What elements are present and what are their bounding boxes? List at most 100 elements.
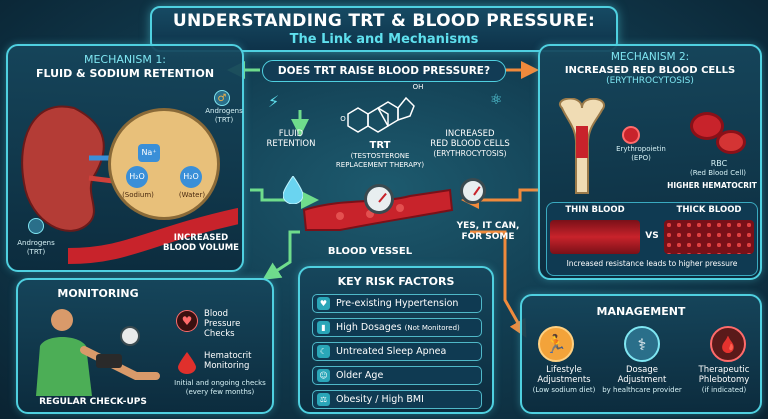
patient-illustration <box>36 309 160 396</box>
mgmt-title-1b: Adjustments <box>537 375 591 385</box>
risk-item: ♥ Pre-existing Hypertension <box>312 294 482 313</box>
hematocrit-label: HIGHER HEMATOCRIT <box>667 181 757 190</box>
vessel-label: BLOOD VESSEL <box>327 246 413 257</box>
vessel-gauge-icon <box>364 184 394 214</box>
irbc-label-3: (ERYTHROCYTOSIS) <box>433 149 507 158</box>
monitoring-note-2: (every few months) <box>185 388 255 396</box>
irbc-label-1: INCREASED <box>445 129 495 139</box>
person-icon: ☺ <box>317 369 330 382</box>
arrow-vessel-to-management <box>470 230 527 338</box>
atom-icon: ⚛ <box>490 92 503 108</box>
epo-label: Erythropoietin <box>616 145 666 153</box>
fluid-label-2: RETENTION <box>266 139 316 149</box>
rbc-sub: (Red Blood Cell) <box>689 169 747 177</box>
mgmt-sub-3: (if indicated) <box>701 386 747 394</box>
mgmt-title-1a: Lifestyle <box>546 365 582 375</box>
answer-line1: YES, IT CAN, <box>456 221 520 231</box>
hct-label-1: Hematocrit <box>204 351 252 361</box>
title-banner: UNDERSTANDING TRT & BLOOD PRESSURE: The … <box>150 6 618 52</box>
lightning-icon: ⚡ <box>268 92 280 111</box>
blood-bag-icon: 🩸 <box>710 326 746 362</box>
runner-icon: 🏃 <box>538 326 574 362</box>
mgmt-title-3a: Therapeutic <box>698 365 750 375</box>
mechanism1-heading: MECHANISM 1: <box>83 53 167 66</box>
mechanism2-subtitle: (ERYTHROCYTOSIS) <box>606 76 694 86</box>
doctor-icon: ⚕ <box>624 326 660 362</box>
question-banner: DOES TRT RAISE BLOOD PRESSURE? <box>262 60 506 82</box>
hct-label-2: Monitoring <box>204 361 250 371</box>
vs-label: VS <box>645 231 659 241</box>
risk-heading: KEY RISK FACTORS <box>337 275 455 288</box>
mgmt-title-2b: Adjustment <box>617 375 667 385</box>
page-subtitle: The Link and Mechanisms <box>289 32 479 47</box>
thick-blood-label: THICK BLOOD <box>676 205 742 215</box>
mechanism1-panel: MECHANISM 1: FLUID & SODIUM RETENTION Na… <box>6 44 244 272</box>
trt-sub1: (TESTOSTERONE <box>350 152 410 160</box>
increased-bv-line2: BLOOD VOLUME <box>163 243 239 253</box>
trt-label: TRT <box>369 140 391 151</box>
nephron-zoom <box>108 108 220 220</box>
resistance-label: Increased resistance leads to higher pre… <box>566 259 738 268</box>
h2o-right-symbol: H₂O <box>180 166 202 188</box>
sleep-icon: ☾ <box>317 345 330 358</box>
epo-cell-icon <box>622 126 640 144</box>
risk-item: ☾ Untreated Sleep Apnea <box>312 342 482 361</box>
pressure-gauge-icon <box>460 178 486 204</box>
bone-icon <box>558 98 606 194</box>
bp-label-3: Checks <box>204 329 235 339</box>
rbc-cell-icon-2 <box>716 130 746 154</box>
blood-drop-icon <box>178 352 196 374</box>
blood-vessel-left <box>68 208 238 264</box>
risk-item-label: High Dosages <box>336 322 402 333</box>
sodium-label: (Sodium) <box>122 191 154 199</box>
mechanism2-heading: MECHANISM 2: <box>610 51 690 63</box>
water-label: (Water) <box>178 191 206 199</box>
androgens-top-sub: (TRT) <box>214 116 234 124</box>
risk-item-label: Untreated Sleep Apnea <box>336 346 447 357</box>
monitoring-panel: MONITORING ♥ Blood Pressure Checks Hemat… <box>16 278 274 414</box>
management-heading: MANAGEMENT <box>596 305 686 318</box>
bp-label-2: Pressure <box>204 319 241 329</box>
bar-chart-icon: ▮ <box>317 321 330 334</box>
mechanism2-title: INCREASED RED BLOOD CELLS <box>564 65 736 76</box>
o-label: O <box>340 115 346 123</box>
risk-item: ☺Older Age <box>312 366 482 385</box>
answer-line2: FOR SOME <box>461 232 515 242</box>
mechanism2-panel: MECHANISM 2: INCREASED RED BLOOD CELLS (… <box>538 44 762 280</box>
scale-icon: ⚖ <box>317 393 330 406</box>
mgmt-title-3b: Phlebotomy <box>698 375 750 385</box>
thin-blood-vessel <box>550 220 640 254</box>
management-panel: MANAGEMENT 🏃 ⚕ 🩸 Lifestyle Adjustments (… <box>520 294 762 414</box>
sodium-symbol: Na⁺ <box>138 144 160 162</box>
risk-item-label: Pre-existing Hypertension <box>336 298 459 309</box>
irbc-label-2: RED BLOOD CELLS <box>430 139 510 149</box>
water-drop-icon <box>282 175 304 205</box>
mgmt-sub-1: (Low sodium diet) <box>532 386 596 394</box>
testosterone-molecule-icon <box>347 96 415 133</box>
monitoring-heading: MONITORING <box>57 287 139 300</box>
trt-sub2: REPLACEMENT THERAPY) <box>335 161 425 169</box>
page-title: UNDERSTANDING TRT & BLOOD PRESSURE: <box>172 11 596 31</box>
mechanism1-title: FLUID & SODIUM RETENTION <box>35 67 215 80</box>
arrow-mech2-to-vessel <box>461 188 540 209</box>
mgmt-title-2a: Dosage <box>625 365 658 375</box>
risk-panel: KEY RISK FACTORS ♥ Pre-existing Hypertens… <box>298 266 494 414</box>
risk-item: ⚖Obesity / High BMI <box>312 390 482 409</box>
increased-bv-line1: INCREASED <box>173 233 229 243</box>
oh-label: OH <box>412 83 424 91</box>
monitoring-footer: REGULAR CHECK-UPS <box>39 397 147 407</box>
molecule-icon <box>28 218 44 234</box>
risk-item: ▮ High Dosages (Not Monitored) <box>312 318 482 337</box>
thin-blood-label: THIN BLOOD <box>565 205 625 215</box>
risk-item-note: (Not Monitored) <box>404 323 460 332</box>
mgmt-sub-2: by healthcare provider <box>602 386 682 394</box>
thick-blood-vessel <box>664 220 754 254</box>
androgens-bottom-sub: (TRT) <box>26 248 46 256</box>
heart-pulse-icon: ♥ <box>317 297 330 310</box>
heartbeat-icon: ♥ <box>176 310 198 332</box>
question-text: DOES TRT RAISE BLOOD PRESSURE? <box>277 65 491 77</box>
h2o-left-symbol: H₂O <box>126 166 148 188</box>
monitoring-note-1: Initial and ongoing checks <box>174 379 266 387</box>
fluid-label-1: FLUID <box>278 129 304 139</box>
bp-label-1: Blood <box>204 309 228 319</box>
